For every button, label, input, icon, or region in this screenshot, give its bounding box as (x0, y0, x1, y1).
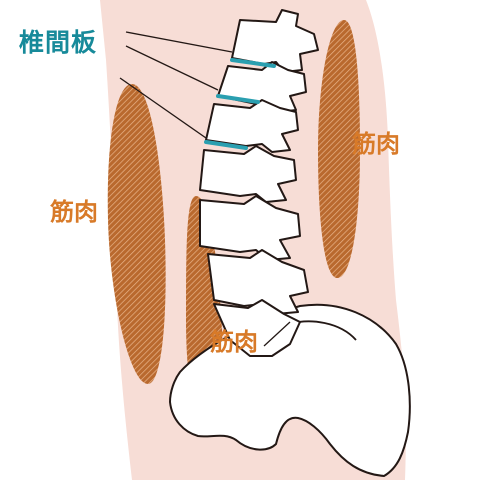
sacrum-lower (213, 299, 301, 357)
pointer-line-1 (125, 31, 233, 53)
muscle-label-right: 筋肉 (352, 130, 400, 158)
pointer-line-2 (125, 45, 219, 91)
muscle-label-bottom: 筋肉 (210, 328, 258, 356)
disc-pointers (119, 31, 233, 139)
muscle-right (318, 20, 360, 279)
intervertebral-disc-label: 椎間板 (19, 28, 98, 57)
discs (204, 58, 276, 150)
pointer-line-muscle-bottom (263, 321, 291, 347)
sacrum-upper (207, 249, 309, 315)
muscle-left (107, 84, 166, 384)
disc-1 (230, 58, 276, 68)
vertebra-4 (199, 145, 297, 203)
vertebra-5 (199, 195, 301, 261)
muscle-label-left: 筋肉 (50, 198, 98, 226)
disc-3 (204, 140, 248, 150)
pointer-line-3 (119, 77, 207, 139)
disc-2 (216, 94, 260, 104)
pelvis (168, 303, 411, 478)
